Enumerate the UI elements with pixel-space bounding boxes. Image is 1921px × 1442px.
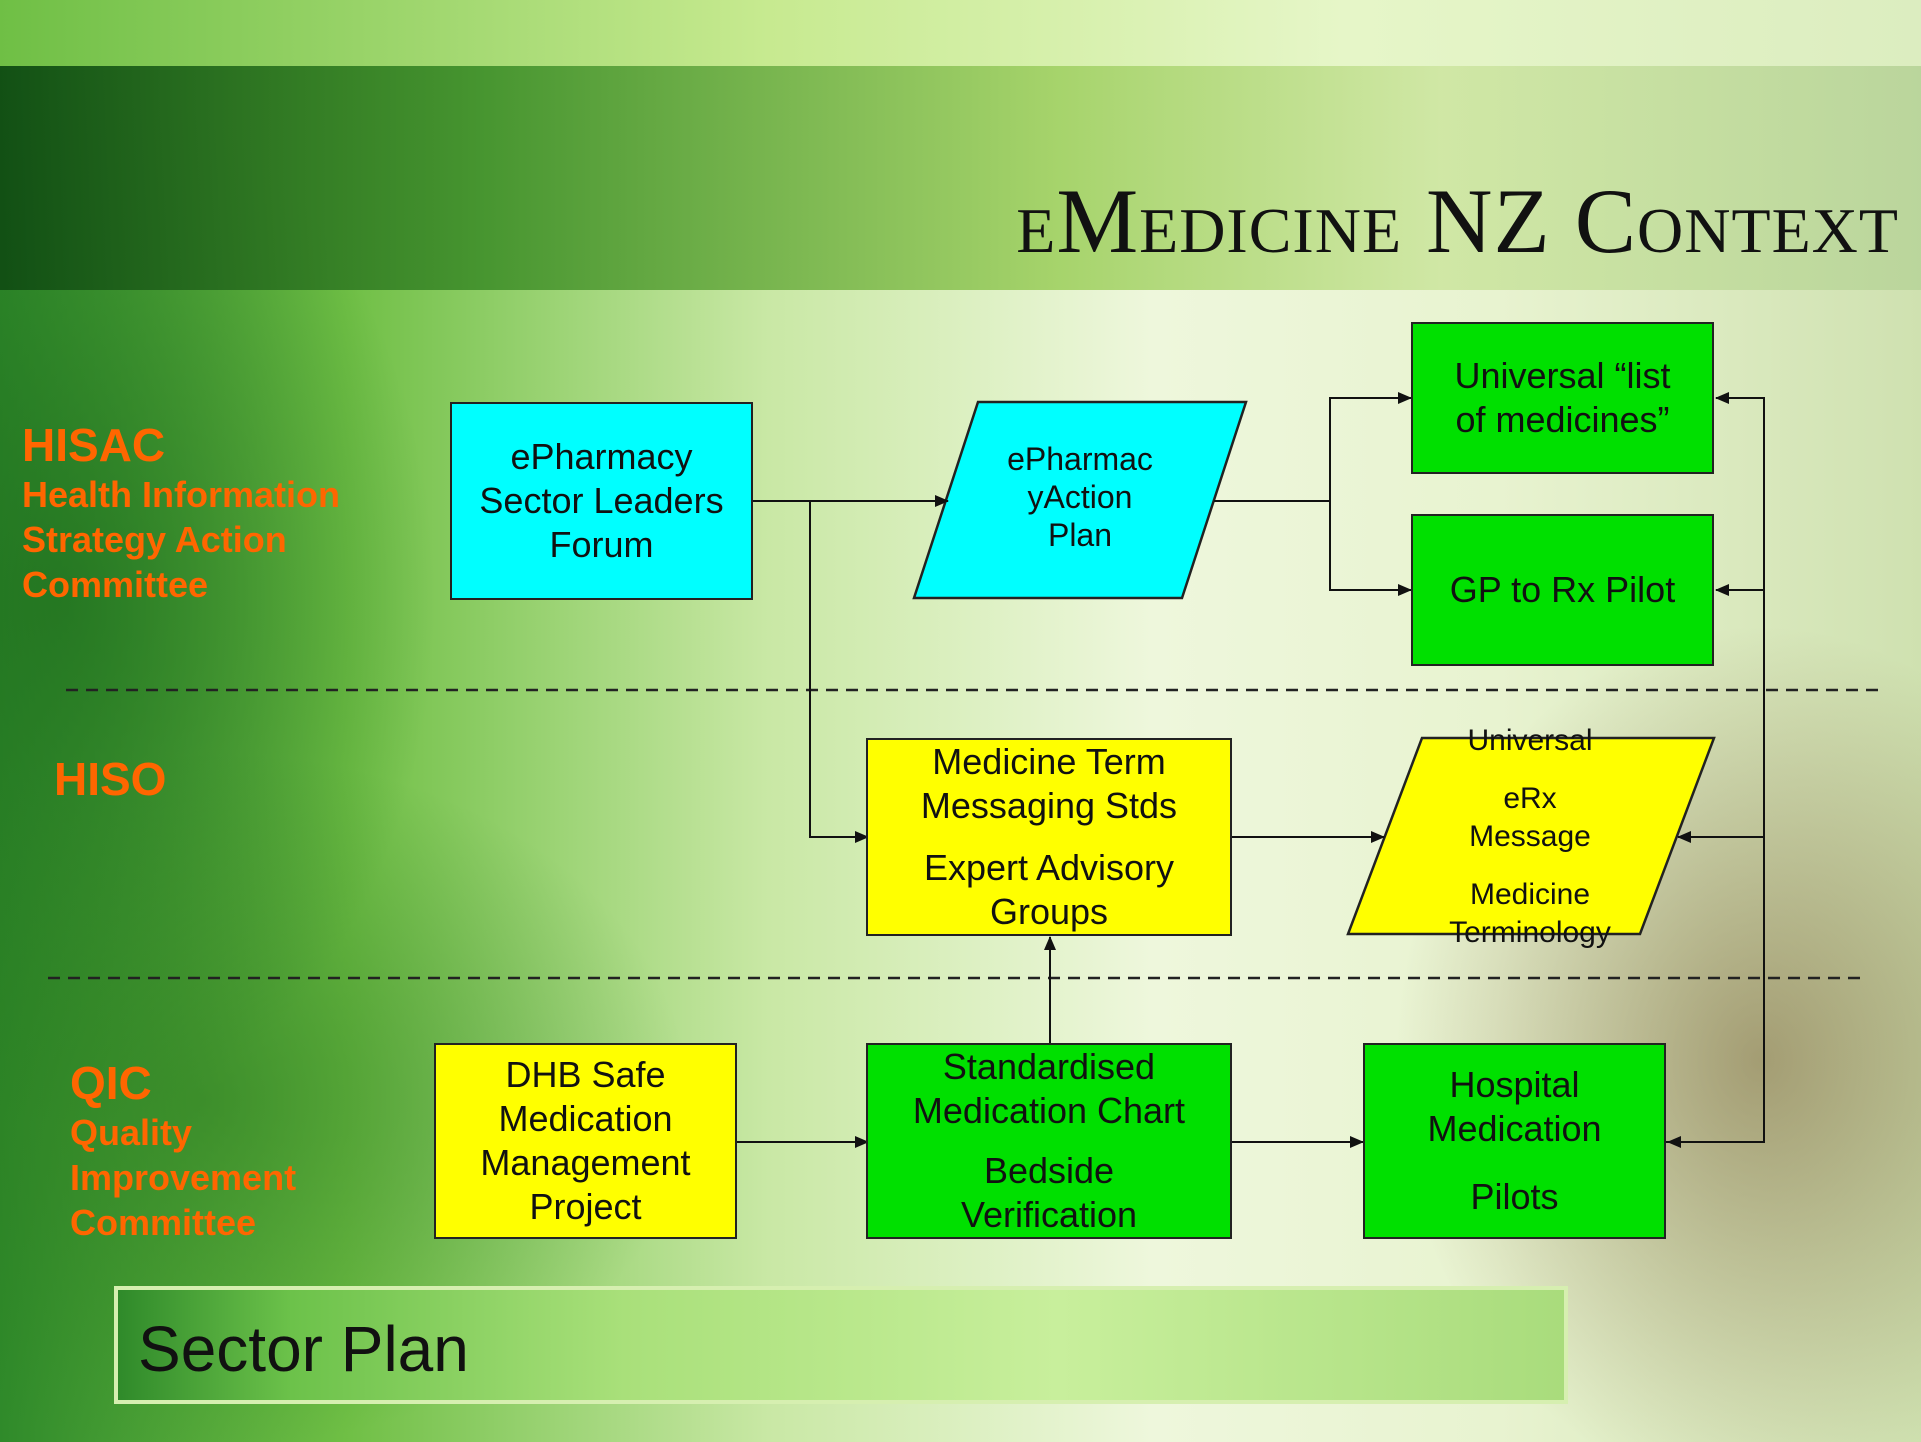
node-line: Bedside bbox=[983, 1150, 1115, 1191]
node-line: of medicines” bbox=[1455, 399, 1670, 440]
node-line: DHB Safe bbox=[505, 1054, 666, 1095]
page-title: eMedicine NZ Context bbox=[1016, 170, 1899, 272]
node-line: Pilots bbox=[1470, 1176, 1559, 1217]
tier-hisac-full-name: Health Information Strategy Action Commi… bbox=[22, 472, 340, 607]
tier-hiso-name: HISO bbox=[54, 753, 167, 805]
node-line: ePharmacy bbox=[510, 436, 693, 477]
sector-plan-label: Sector Plan bbox=[138, 1313, 469, 1385]
node-line: Medication Chart bbox=[912, 1090, 1186, 1131]
tier-hisac: HISAC Health Information Strategy Action… bbox=[22, 418, 340, 607]
connector-forum-to-term bbox=[809, 501, 869, 843]
node-line: yAction bbox=[1027, 479, 1133, 515]
node-line: GP to Rx Pilot bbox=[1449, 569, 1676, 610]
node-line: Standardised bbox=[942, 1046, 1156, 1087]
node-line: Sector Leaders bbox=[479, 480, 724, 521]
connector-plan-to-list bbox=[1329, 392, 1412, 501]
node-line: Medicine Term bbox=[932, 741, 1166, 782]
universal-erx-shape bbox=[1346, 736, 1716, 936]
node-line: Universal bbox=[1467, 724, 1593, 757]
node-universal-erx: Universal eRx Message Medicine Terminolo… bbox=[1420, 722, 1640, 952]
sector-plan-bar: Sector Plan bbox=[114, 1286, 1568, 1404]
epharmacy-action-plan-shape bbox=[912, 400, 1248, 600]
node-line: Groups bbox=[989, 891, 1109, 932]
node-line: Project bbox=[529, 1186, 642, 1227]
node-hospital-pilots: Hospital Medication Pilots bbox=[1363, 1043, 1666, 1239]
node-line: Medicine bbox=[1469, 878, 1591, 911]
tier-qic-line: Improvement bbox=[70, 1157, 297, 1198]
node-line: Medication bbox=[498, 1098, 673, 1139]
tier-hisac-name: HISAC bbox=[22, 419, 166, 471]
node-line: Plan bbox=[1047, 517, 1113, 553]
node-universal-list: Universal “list of medicines” bbox=[1411, 322, 1714, 474]
node-line: Management bbox=[480, 1142, 691, 1183]
node-gp-rx-pilot: GP to Rx Pilot bbox=[1411, 514, 1714, 666]
node-epharmacy-action-plan: ePharmac yAction Plan bbox=[960, 440, 1200, 554]
node-line: Expert Advisory bbox=[923, 847, 1175, 888]
node-line: Forum bbox=[549, 524, 654, 565]
node-line: ePharmac bbox=[1007, 441, 1153, 477]
tier-qic-line: Quality bbox=[70, 1112, 193, 1153]
node-epharmacy-forum: ePharmacy Sector Leaders Forum bbox=[450, 402, 753, 600]
node-line: Terminology bbox=[1449, 916, 1611, 949]
tier-qic-name: QIC bbox=[70, 1057, 152, 1109]
node-line: Hospital bbox=[1449, 1064, 1580, 1105]
node-line: Medication bbox=[1427, 1108, 1602, 1149]
tier-qic: QIC Quality Improvement Committee bbox=[70, 1056, 296, 1245]
connector-plan-to-gp bbox=[1329, 501, 1412, 596]
node-dhb-safe-medication: DHB Safe Medication Management Project bbox=[434, 1043, 737, 1239]
node-standardised-chart: Standardised Medication Chart Bedside Ve… bbox=[866, 1043, 1232, 1239]
tier-hisac-line: Strategy Action bbox=[22, 519, 287, 560]
node-line: Message bbox=[1469, 820, 1591, 853]
tier-hisac-line: Committee bbox=[22, 564, 209, 605]
tier-hiso: HISO bbox=[54, 752, 166, 806]
node-medicine-term: Medicine Term Messaging Stds Expert Advi… bbox=[866, 738, 1232, 936]
title-band-highlight bbox=[0, 0, 1921, 66]
tier-qic-line: Committee bbox=[70, 1202, 257, 1243]
node-line: Universal “list bbox=[1454, 355, 1671, 396]
node-line: Verification bbox=[960, 1194, 1138, 1235]
tier-hisac-line: Health Information bbox=[22, 474, 341, 515]
node-line: eRx bbox=[1503, 782, 1557, 815]
tier-qic-full-name: Quality Improvement Committee bbox=[70, 1110, 296, 1245]
node-line: Messaging Stds bbox=[920, 785, 1178, 826]
